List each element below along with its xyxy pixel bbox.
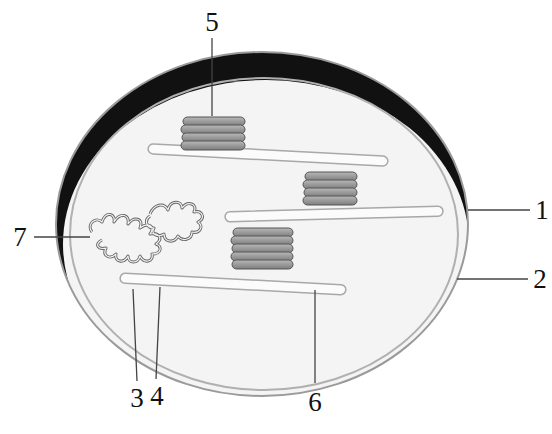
callout-number: 7: [13, 224, 27, 251]
dna-highlight: [90, 202, 202, 262]
callout-number: 5: [205, 9, 219, 36]
leader-lines: [34, 38, 530, 383]
granum-stacks: [181, 117, 357, 269]
callout-number: 1: [535, 197, 549, 224]
outer-membrane: [56, 52, 468, 396]
shadow-crescent: [56, 52, 468, 396]
callout-number: 2: [533, 266, 547, 293]
callout-number: 4: [150, 383, 164, 410]
callout-number: 3: [130, 385, 144, 412]
inner-membrane: [70, 78, 458, 390]
stroma-fill: [56, 52, 468, 396]
lamellae: [120, 144, 443, 295]
dna-loop: [90, 202, 202, 262]
callout-number: 6: [308, 389, 322, 416]
